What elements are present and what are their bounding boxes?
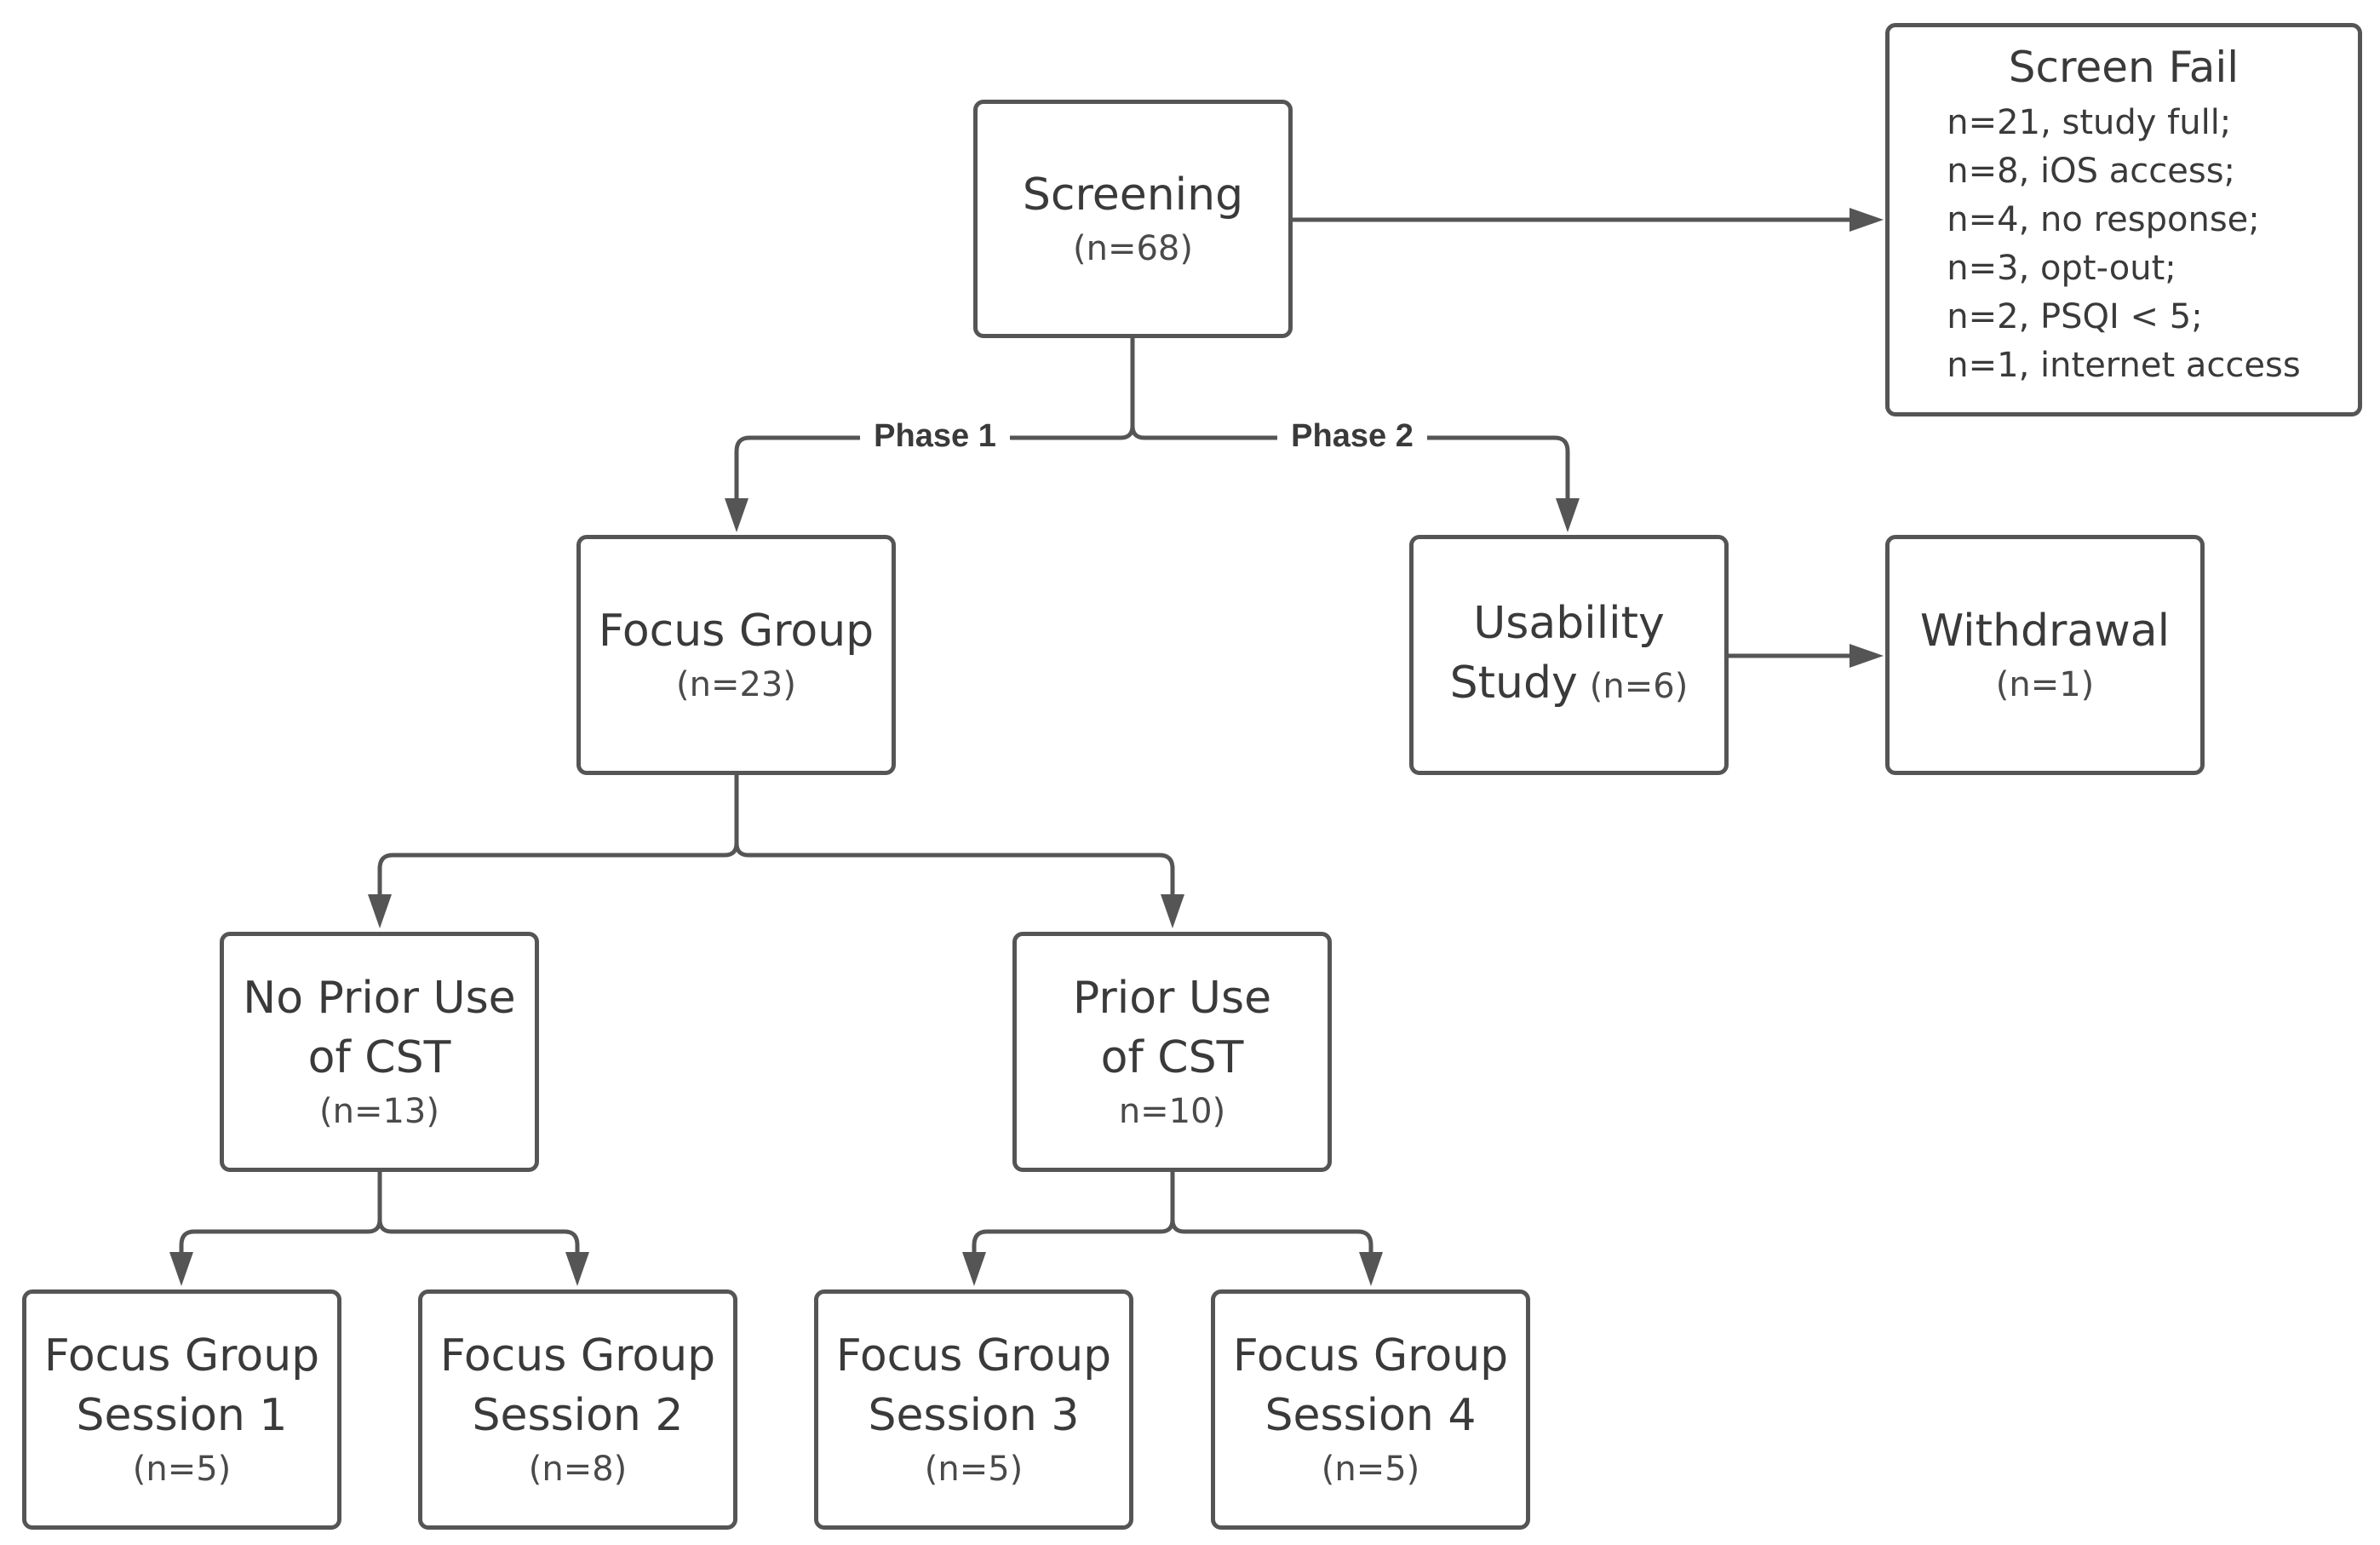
- prior-count: n=10): [1118, 1092, 1226, 1131]
- connector-phase2-branch: [1130, 425, 1570, 503]
- session-2-title-line1: Focus Group: [439, 1330, 716, 1381]
- phase-1-label: Phase 1: [874, 418, 996, 454]
- connector-session4-branch: [1170, 1219, 1374, 1255]
- arrowhead-session1: [169, 1252, 193, 1286]
- session-4-title-line2: Session 4: [1265, 1390, 1477, 1441]
- prior-title-line1: Prior Use: [1072, 973, 1272, 1024]
- focus-group-count: (n=23): [676, 665, 796, 704]
- connector-prior-branch: [734, 842, 1175, 899]
- arrowhead-session2: [565, 1252, 589, 1286]
- screen-fail-box: Screen Fail n=21, study full; n=8, iOS a…: [1885, 23, 2362, 416]
- session-4-box: Focus Group Session 4 (n=5): [1211, 1289, 1530, 1530]
- arrowhead-prior: [1161, 894, 1184, 928]
- session-1-count: (n=5): [132, 1450, 232, 1489]
- session-3-count: (n=5): [924, 1450, 1024, 1489]
- session-3-title-line1: Focus Group: [835, 1330, 1112, 1381]
- session-2-count: (n=8): [528, 1450, 628, 1489]
- focus-group-title: Focus Group: [598, 606, 875, 657]
- screen-fail-reason: n=1, internet access: [1947, 346, 2301, 385]
- screen-fail-reason: n=3, opt-out;: [1947, 249, 2176, 288]
- arrowhead-session3: [962, 1252, 986, 1286]
- prior-use-box: Prior Use of CST n=10): [1012, 932, 1332, 1172]
- withdrawal-box: Withdrawal (n=1): [1885, 535, 2205, 775]
- connector-no-prior-stem: [179, 1172, 382, 1255]
- no-prior-title-line1: No Prior Use: [243, 973, 516, 1024]
- screening-count: (n=68): [1073, 229, 1193, 268]
- connector-focus-group-stem: [377, 775, 739, 899]
- arrowhead-no-prior: [368, 894, 392, 928]
- screen-fail-reasons: n=21, study full; n=8, iOS access; n=4, …: [1947, 99, 2300, 390]
- withdrawal-title: Withdrawal: [1919, 606, 2171, 657]
- session-3-box: Focus Group Session 3 (n=5): [814, 1289, 1133, 1530]
- session-1-title-line1: Focus Group: [43, 1330, 320, 1381]
- usability-title-line2-row: Study (n=6): [1450, 653, 1689, 716]
- connector-session2-branch: [377, 1219, 580, 1255]
- screen-fail-title: Screen Fail: [2008, 43, 2239, 92]
- session-2-box: Focus Group Session 2 (n=8): [418, 1289, 737, 1530]
- arrowhead-screen-fail: [1850, 208, 1884, 232]
- usability-count: (n=6): [1589, 667, 1689, 706]
- phase-2-label: Phase 2: [1291, 418, 1414, 454]
- prior-title-line2: of CST: [1100, 1032, 1244, 1083]
- session-2-title-line2: Session 2: [472, 1390, 684, 1441]
- screening-box: Screening (n=68): [973, 100, 1293, 338]
- session-4-title-line1: Focus Group: [1232, 1330, 1509, 1381]
- arrowhead-focus-group: [725, 498, 748, 532]
- screen-fail-reason: n=21, study full;: [1947, 103, 2232, 142]
- screen-fail-reason: n=2, PSQI < 5;: [1947, 297, 2203, 336]
- no-prior-use-box: No Prior Use of CST (n=13): [220, 932, 539, 1172]
- session-1-box: Focus Group Session 1 (n=5): [22, 1289, 341, 1530]
- connector-prior-stem: [972, 1172, 1175, 1255]
- usability-study-box: Usability Study (n=6): [1409, 535, 1729, 775]
- no-prior-title-line2: of CST: [307, 1032, 451, 1083]
- screen-fail-reason: n=4, no response;: [1947, 200, 2260, 239]
- session-1-title-line2: Session 1: [76, 1390, 288, 1441]
- session-4-count: (n=5): [1321, 1450, 1420, 1489]
- withdrawal-count: (n=1): [1995, 665, 2095, 704]
- arrowhead-usability: [1556, 498, 1580, 532]
- focus-group-box: Focus Group (n=23): [576, 535, 896, 775]
- usability-title-line2: Study: [1449, 658, 1578, 709]
- screen-fail-reason: n=8, iOS access;: [1947, 152, 2236, 191]
- usability-title-line1: Usability: [1473, 598, 1665, 649]
- arrowhead-session4: [1359, 1252, 1383, 1286]
- arrowhead-withdrawal: [1850, 644, 1884, 668]
- session-3-title-line2: Session 3: [868, 1390, 1080, 1441]
- no-prior-count: (n=13): [319, 1092, 439, 1131]
- screening-title: Screening: [1022, 169, 1244, 221]
